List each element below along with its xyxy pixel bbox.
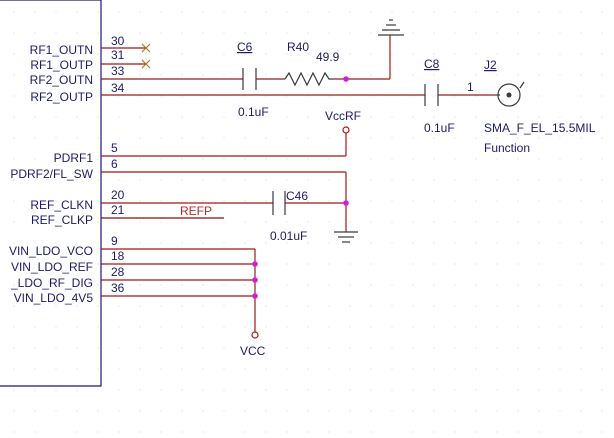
c46-refdes: C46 — [286, 189, 308, 203]
connector-j2[interactable]: J2 1 SMA_F_EL_15.5MIL Function — [467, 58, 596, 155]
pin-number-6: 6 — [111, 157, 118, 171]
pin-name-ldo-rf-dig: _LDO_RF_DIG — [10, 276, 93, 290]
pin-number-34: 34 — [111, 81, 125, 95]
capacitor-c46[interactable]: C46 0.01uF — [270, 189, 308, 243]
net-vccrf[interactable]: VccRF — [101, 109, 361, 157]
junction-vcc-28 — [252, 277, 258, 283]
grid-dots — [13, 11, 603, 433]
pin-name-vin-ldo-vco: VIN_LDO_VCO — [9, 244, 93, 258]
pin-name-ref-clkp: REF_CLKP — [31, 213, 93, 227]
capacitor-c8[interactable]: C8 0.1uF — [424, 57, 455, 135]
c8-refdes: C8 — [424, 57, 440, 71]
ic-pin-numbers: 30 31 33 34 5 6 20 21 9 18 28 36 — [111, 34, 125, 295]
pin-name-rf1-outp: RF1_OUTP — [30, 58, 93, 72]
net-vcc[interactable]: VCC — [101, 248, 266, 358]
vccrf-label: VccRF — [325, 109, 361, 123]
pin-number-33: 33 — [111, 64, 125, 78]
pin-name-vin-ldo-ref: VIN_LDO_REF — [11, 260, 93, 274]
pin-number-36: 36 — [111, 281, 125, 295]
c6-refdes: C6 — [237, 40, 253, 54]
pin-name-rf1-outn: RF1_OUTN — [30, 43, 93, 57]
j2-refdes: J2 — [484, 58, 497, 72]
pin-number-28: 28 — [111, 265, 125, 279]
net-gnd-lower[interactable] — [101, 171, 349, 232]
capacitor-c6[interactable]: C6 0.1uF — [237, 40, 269, 119]
vcc-label: VCC — [240, 344, 266, 358]
ic-symbol[interactable] — [0, 0, 102, 387]
no-connect-marker-30 — [141, 43, 151, 53]
c6-value: 0.1uF — [238, 105, 269, 119]
ic-pin-names: RF1_OUTN RF1_OUTP RF2_OUTN RF2_OUTP PDRF… — [9, 43, 94, 305]
vccrf-power-terminal — [342, 126, 350, 134]
junction-c46-gnd — [343, 200, 349, 206]
pin-name-rf2-outn: RF2_OUTN — [30, 73, 93, 87]
pin-number-5: 5 — [111, 141, 118, 155]
j2-value: SMA_F_EL_15.5MIL — [484, 121, 596, 135]
pin-number-30: 30 — [111, 34, 125, 48]
refp-net-label: REFP — [180, 204, 212, 218]
r40-refdes: R40 — [287, 40, 309, 54]
pin-number-9: 9 — [111, 234, 118, 248]
ground-symbol-top — [378, 19, 404, 36]
pin-number-21: 21 — [111, 203, 125, 217]
j2-description: Function — [484, 141, 530, 155]
junction-vcc-18 — [252, 261, 258, 267]
j2-pin-number: 1 — [467, 80, 474, 94]
pin-number-31: 31 — [111, 48, 125, 62]
no-connect-marker-31 — [141, 59, 151, 69]
c46-value: 0.01uF — [270, 229, 307, 243]
pin-name-pdrf1: PDRF1 — [54, 151, 94, 165]
junction-r40-termination — [343, 76, 349, 82]
net-rf2-outn[interactable] — [101, 35, 391, 82]
c8-value: 0.1uF — [424, 121, 455, 135]
pin-name-pdrf2-fl-sw: PDRF2/FL_SW — [10, 167, 93, 181]
junction-vcc-36 — [252, 293, 258, 299]
r40-value: 49.9 — [316, 50, 340, 64]
resistor-r40[interactable]: R40 49.9 — [284, 40, 340, 87]
vcc-power-terminal — [251, 331, 259, 339]
pin-name-vin-ldo-4v5: VIN_LDO_4V5 — [14, 291, 94, 305]
pin-number-18: 18 — [111, 249, 125, 263]
ground-symbol-lower — [334, 231, 358, 243]
ic-body-outline — [0, 0, 102, 387]
net-refp[interactable]: REFP — [101, 204, 224, 219]
pin-name-ref-clkn: REF_CLKN — [30, 198, 93, 212]
pin-stubs — [101, 43, 151, 69]
pin-number-20: 20 — [111, 188, 125, 202]
pin-name-rf2-outp: RF2_OUTP — [30, 90, 93, 104]
